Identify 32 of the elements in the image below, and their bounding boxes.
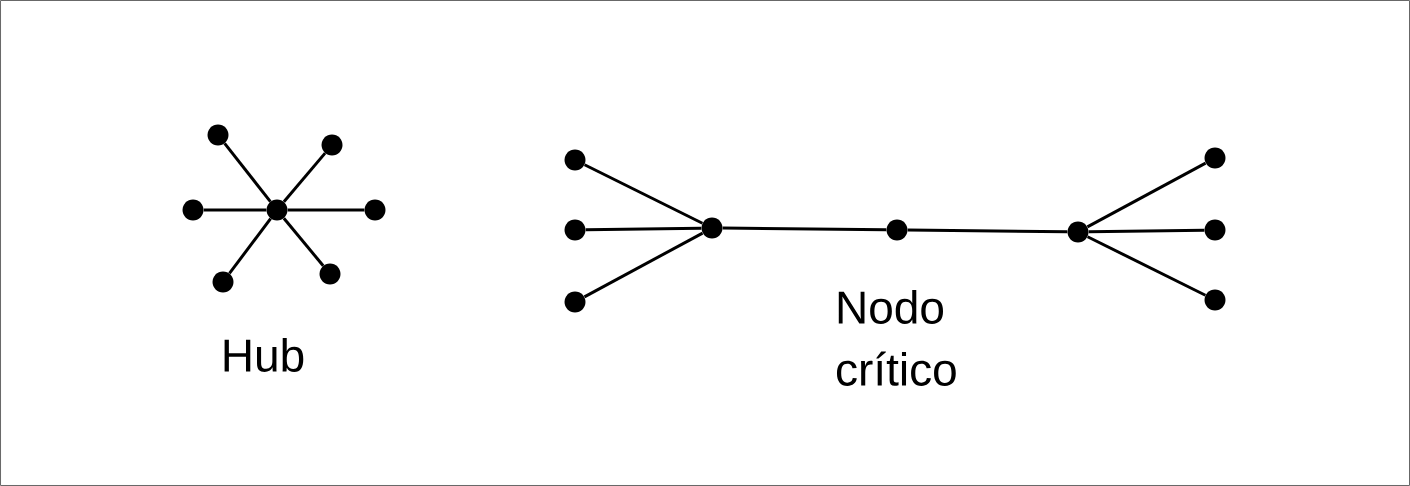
dot <box>319 263 341 285</box>
dot <box>1204 219 1226 241</box>
connector-line <box>1086 161 1207 229</box>
connector-line <box>282 217 325 267</box>
dot <box>1204 147 1226 169</box>
connector-line <box>583 163 704 225</box>
connector-line <box>287 208 365 212</box>
connector-line <box>282 152 327 203</box>
dot <box>564 219 586 241</box>
dot <box>564 149 586 171</box>
connector-line <box>203 208 267 212</box>
dot <box>886 219 908 241</box>
caption-text: Hub <box>224 338 304 372</box>
dot <box>701 217 723 239</box>
dot <box>1067 221 1089 243</box>
connector-line <box>228 217 272 275</box>
dot <box>1204 289 1226 311</box>
dot <box>564 291 586 313</box>
connector-line <box>583 231 704 299</box>
connector-line <box>585 226 702 232</box>
connector-line <box>907 228 1068 234</box>
connector-line <box>1088 228 1205 234</box>
dot <box>182 199 204 221</box>
dot <box>212 271 234 293</box>
dot <box>207 124 229 146</box>
connector-line <box>722 226 887 232</box>
connector-line <box>1086 235 1207 297</box>
connector-line <box>223 142 272 203</box>
dot <box>321 134 343 156</box>
caption-text: Nodo crítico <box>836 290 956 386</box>
dot <box>266 199 288 221</box>
dot <box>364 199 386 221</box>
